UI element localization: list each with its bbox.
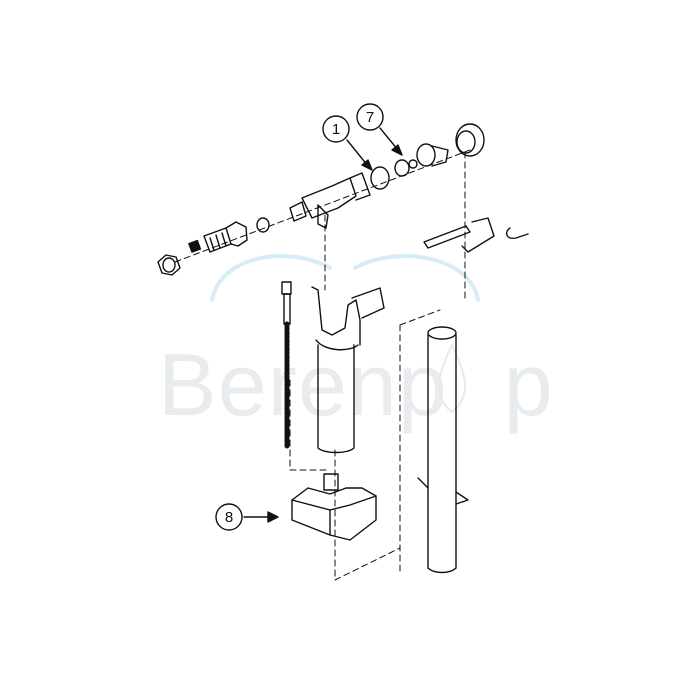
svg-text:8: 8 (225, 509, 233, 526)
overflow-riser-tube-part (417, 326, 469, 574)
valve-cap-part (416, 143, 449, 167)
svg-text:1: 1 (332, 121, 340, 138)
callout-1: 1 (322, 115, 350, 143)
float-part-8 (291, 473, 377, 541)
washer-part (256, 217, 270, 233)
knurled-nut-part (455, 123, 485, 157)
float-arm-clip-part (423, 217, 529, 253)
lock-nut-part (157, 254, 181, 276)
filter-screen-part (188, 239, 202, 253)
callout-8: 8 (215, 503, 243, 531)
threaded-rod-part (281, 281, 292, 449)
callout-7: 7 (356, 103, 384, 131)
seal-ring-part-7 (394, 159, 410, 177)
watermark-logo-icon (210, 254, 480, 413)
inlet-connector-part (203, 221, 248, 253)
diaphragm-part-1 (370, 166, 390, 190)
callout-arrows (243, 127, 403, 523)
svg-text:7: 7 (366, 109, 374, 126)
float-housing-part (311, 286, 385, 454)
valve-body-part (289, 172, 371, 229)
